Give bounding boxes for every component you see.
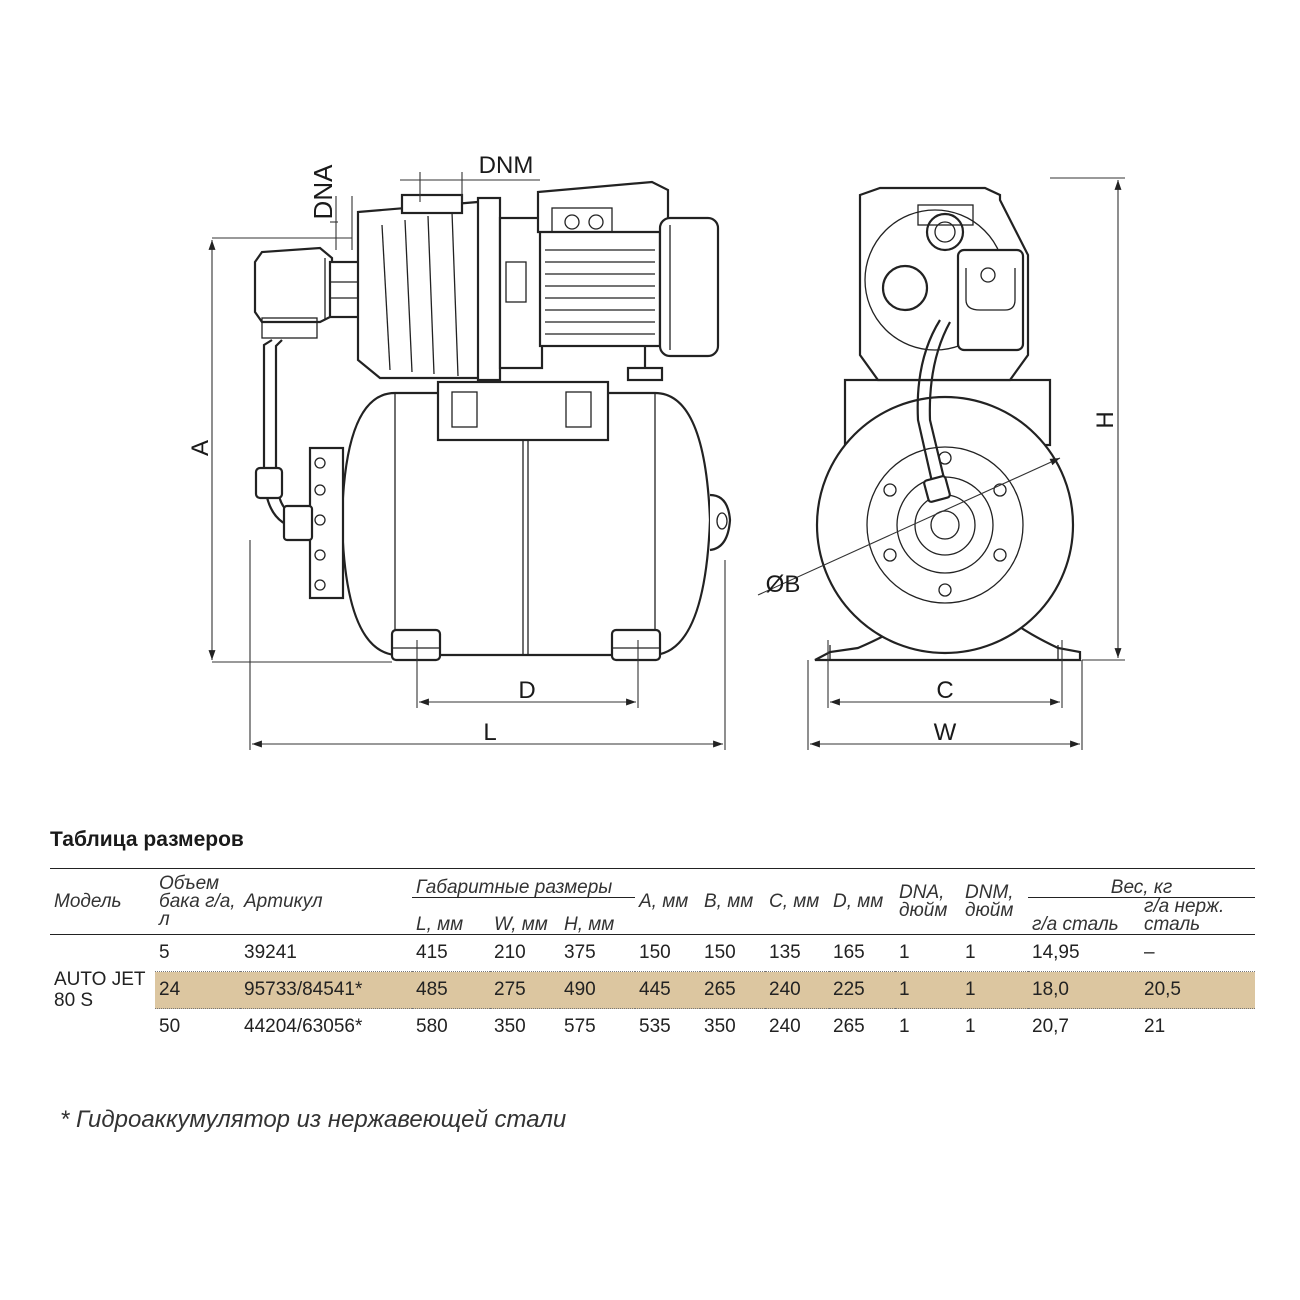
header-dna: DNA, дюйм: [899, 881, 948, 921]
cell-weight-steel: 20,7: [1032, 1016, 1069, 1037]
header-weight: Вес, кг: [1028, 868, 1255, 898]
label-h: H: [1092, 411, 1119, 428]
front-view: [757, 177, 1125, 750]
size-table: Модель Объем бака г/а, л Артикул Габарит…: [50, 868, 1255, 1045]
header-overall-dimensions: Габаритные размеры: [412, 868, 635, 898]
header-c: C, мм: [769, 890, 820, 912]
header-weight-stainless: г/а нерж. сталь: [1144, 896, 1225, 935]
cell-weight-stainless: –: [1140, 934, 1255, 972]
cell-weight-stainless: 21: [1144, 1016, 1166, 1037]
cell-h: 375: [560, 934, 635, 972]
cell-b: 150: [700, 934, 765, 972]
cell-b: 265: [700, 971, 765, 1009]
cell-a: 445: [635, 971, 700, 1009]
cell-c: 240: [769, 1016, 801, 1037]
cell-d: 165: [829, 934, 895, 972]
cell-dnm: 1: [961, 934, 1028, 972]
cell-weight-steel: 14,95: [1028, 934, 1140, 972]
table-title: Таблица размеров: [50, 828, 244, 851]
label-a: A: [187, 440, 214, 456]
cell-article: 44204/63056*: [244, 1016, 363, 1037]
technical-drawing: DNA DNM A D L ØB C W H: [187, 152, 1125, 750]
cell-d: 265: [833, 1016, 865, 1037]
cell-l: 580: [416, 1016, 448, 1037]
cell-h: 575: [564, 1016, 596, 1037]
table-row: AUTO JET 80 S 5 39241 415 210 375 150 15…: [50, 934, 1255, 1011]
cell-dnm: 1: [961, 971, 1028, 1009]
header-b: B, мм: [704, 890, 754, 912]
cell-a: 535: [639, 1016, 671, 1037]
cell-w: 275: [490, 971, 560, 1009]
cell-weight-stainless: 20,5: [1140, 971, 1255, 1009]
cell-c: 135: [765, 934, 829, 972]
header-d: D, мм: [833, 890, 884, 912]
cell-c: 240: [765, 971, 829, 1009]
cell-l: 415: [412, 934, 490, 972]
cell-h: 490: [560, 971, 635, 1009]
cell-weight-steel: 18,0: [1028, 971, 1140, 1009]
header-tank-volume: Объем бака г/а, л: [159, 872, 236, 930]
label-l: L: [483, 719, 496, 746]
cell-volume: 5: [155, 934, 240, 972]
cell-d: 225: [829, 971, 895, 1009]
label-c: C: [936, 677, 953, 704]
header-h: H, мм: [564, 914, 615, 935]
cell-volume: 50: [159, 1016, 181, 1037]
label-dna: DNA: [308, 164, 338, 220]
cell-w: 350: [494, 1016, 526, 1037]
footnote: * Гидроаккумулятор из нержавеющей стали: [60, 1106, 567, 1133]
cell-l: 485: [412, 971, 490, 1009]
header-a: A, мм: [639, 890, 689, 912]
cell-dna: 1: [895, 971, 961, 1009]
header-article: Артикул: [244, 890, 323, 912]
side-view: [208, 172, 732, 750]
label-w: W: [934, 719, 957, 746]
header-weight-steel: г/а сталь: [1032, 914, 1119, 935]
cell-volume: 24: [155, 971, 240, 1009]
table-row-highlighted: 24 95733/84541* 485 275 490 445 265 240 …: [50, 971, 1255, 1009]
header-dnm: DNM, дюйм: [965, 881, 1014, 921]
cell-b: 350: [704, 1016, 736, 1037]
header-w: W, мм: [494, 914, 548, 935]
cell-dnm: 1: [965, 1016, 976, 1037]
cell-article: 95733/84541*: [240, 971, 412, 1009]
label-d: D: [518, 677, 535, 704]
cell-a: 150: [635, 934, 700, 972]
cell-w: 210: [490, 934, 560, 972]
cell-dna: 1: [899, 1016, 910, 1037]
cell-dna: 1: [895, 934, 961, 972]
header-l: L, мм: [416, 914, 464, 935]
cell-article: 39241: [240, 934, 412, 972]
label-b: ØB: [766, 571, 801, 598]
table-row: 50 44204/63056* 580 350 575 535 350 240 …: [50, 1009, 1255, 1046]
header-model: Модель: [54, 890, 122, 912]
label-dnm: DNM: [479, 152, 534, 179]
model-name: AUTO JET 80 S: [54, 969, 146, 1011]
